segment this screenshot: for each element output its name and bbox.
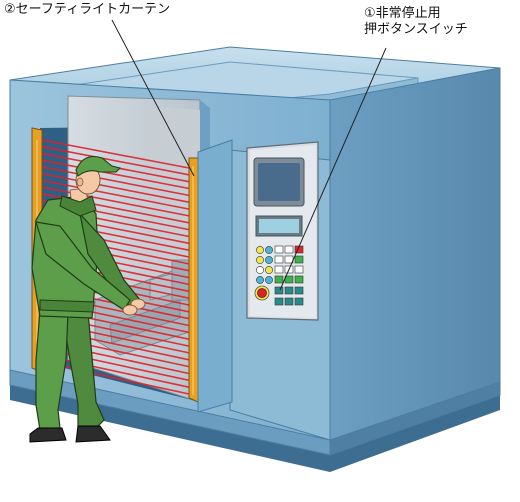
light-beam [41, 179, 190, 210]
control-panel [246, 141, 319, 321]
callout-line-estop [279, 47, 387, 291]
light-beam [41, 145, 190, 176]
lcd-display-icon [255, 215, 303, 237]
emergency-stop-button-icon [254, 285, 270, 301]
light-curtain-receiver-post [188, 139, 233, 413]
light-beam [41, 159, 190, 190]
keypad-icon [256, 245, 304, 306]
worker-figure [29, 155, 146, 443]
light-beam [41, 166, 190, 197]
monitor-screen-icon [253, 157, 305, 207]
callout-line-curtain [111, 19, 195, 177]
callout-estop-line2: 押ボタンスイッチ [364, 22, 468, 37]
callout-light-curtain: ②セーフティライトカーテン [4, 2, 171, 17]
callout-estop-line1: ①非常停止用 [364, 6, 441, 21]
light-beam [41, 139, 190, 169]
light-beam [41, 361, 190, 395]
light-beam [41, 172, 190, 203]
callout-emergency-stop: ①非常停止用 押ボタンスイッチ [364, 6, 468, 38]
light-beam [41, 186, 190, 217]
